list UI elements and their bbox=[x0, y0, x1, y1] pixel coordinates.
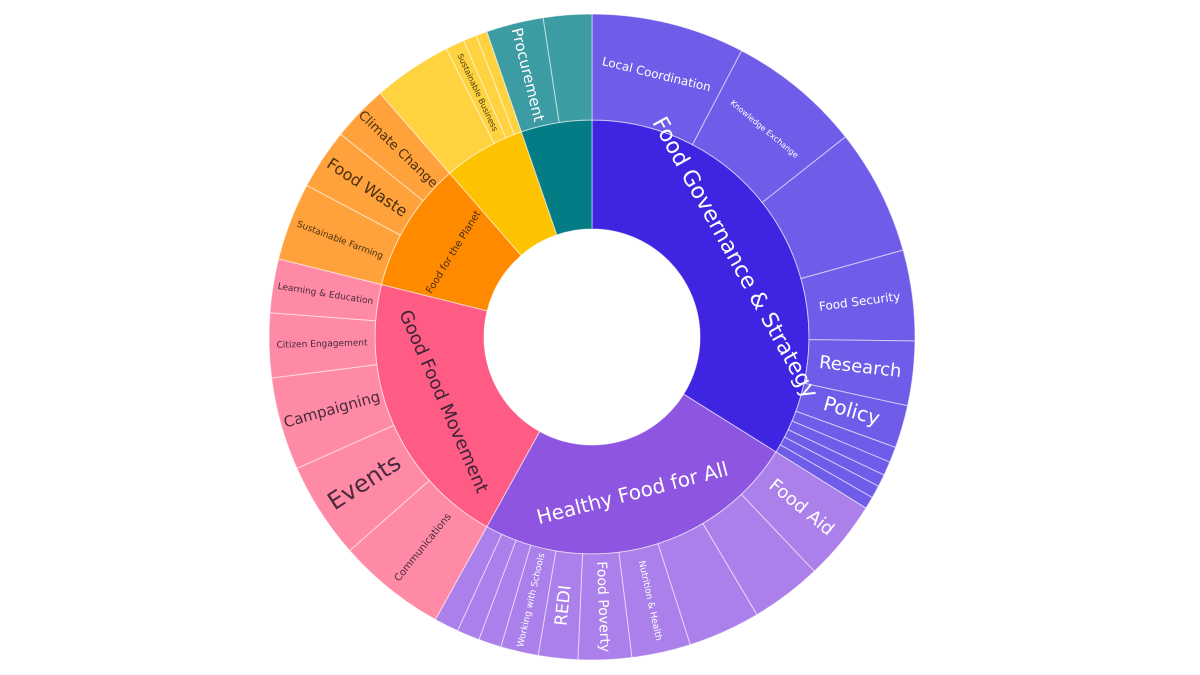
sunburst-outer-ring bbox=[268, 13, 916, 661]
slice-food-poverty-label: Food Poverty bbox=[593, 561, 613, 653]
slice-citizen-engagement-label: Citizen Engagement bbox=[276, 338, 368, 350]
slice-category-5-child-1[interactable] bbox=[542, 13, 593, 124]
sunburst-center-hole bbox=[484, 229, 700, 445]
slice-redi-label: REDI bbox=[551, 584, 575, 627]
